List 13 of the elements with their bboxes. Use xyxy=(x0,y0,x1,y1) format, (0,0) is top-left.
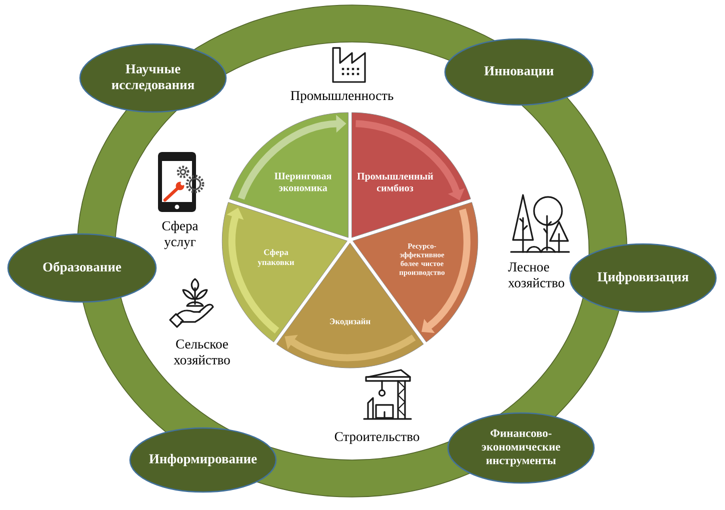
ellipse-node: Финансово-экономические инструменты xyxy=(447,412,595,484)
icon-caption: Промышленность xyxy=(290,91,394,103)
ellipse-node: Образование xyxy=(7,233,157,303)
ellipse-node: Информирование xyxy=(129,427,277,493)
icon-caption: Строительство xyxy=(334,432,420,444)
ellipse-node: Научные исследования xyxy=(79,43,227,113)
icon-caption: Сельское хозяйство xyxy=(174,340,230,364)
curved-arrow xyxy=(422,208,470,333)
icon-caption: Лесное хозяйство xyxy=(508,262,564,288)
curved-arrow xyxy=(284,334,416,362)
ellipse-node: Цифровизация xyxy=(569,243,717,313)
ellipse-node: Инновации xyxy=(444,38,594,106)
icon-caption: Сфера услуг xyxy=(162,220,198,250)
